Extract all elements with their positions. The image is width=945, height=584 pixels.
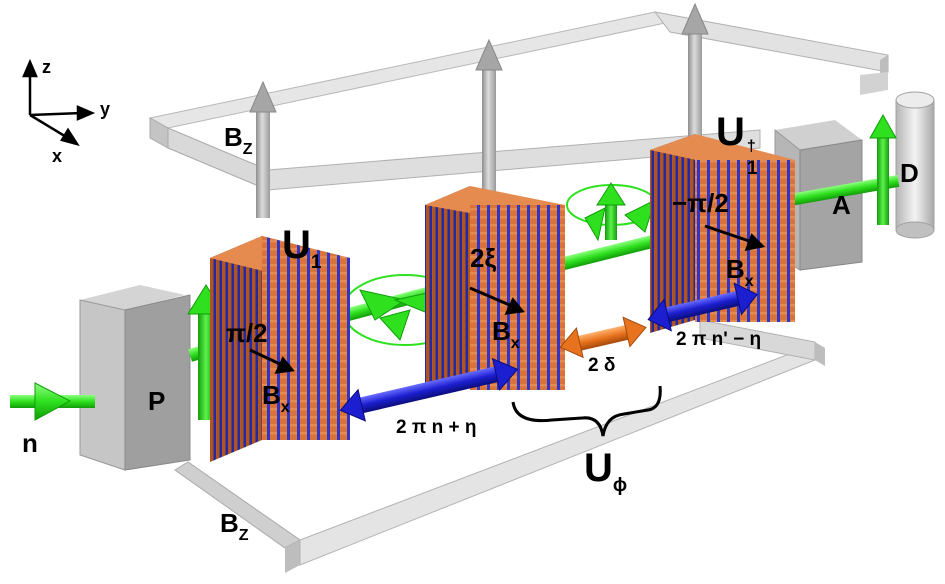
flipper-middle xyxy=(425,186,565,398)
bz-arrow-1 xyxy=(249,80,277,218)
phase-rod-orange xyxy=(559,316,647,359)
polarizer-label: P xyxy=(148,386,166,416)
axis-y-label: y xyxy=(100,99,111,119)
u-phi-label: Uϕ xyxy=(584,446,628,496)
lower-guide-frame xyxy=(174,319,825,573)
axis-x-label: x xyxy=(52,146,63,166)
bx-label-1: Bx xyxy=(262,380,290,416)
u1-label: U1 xyxy=(282,223,322,273)
axis-z-label: z xyxy=(42,57,51,77)
upper-guide-frame xyxy=(148,11,889,191)
bz-lower-label: BZ xyxy=(220,508,249,544)
bz-arrow-3 xyxy=(681,2,709,156)
spin-precession-2 xyxy=(566,182,658,242)
phase-orange-label: 2 δ xyxy=(588,355,616,376)
bx-label-2: Bx xyxy=(492,316,520,352)
polarizer-block xyxy=(79,285,191,471)
neutron-label: n xyxy=(22,428,38,458)
u-phi-brace xyxy=(511,385,662,437)
angle-pi-half: π/2 xyxy=(226,318,268,348)
bz-field-arrows xyxy=(249,2,709,218)
flipper-u1 xyxy=(210,236,350,462)
bz-arrow-2 xyxy=(475,38,503,192)
analyzer-label: A xyxy=(832,190,851,220)
phase-blue-right-label: 2 π n' − η xyxy=(676,329,762,350)
spin-up-arrow-detector xyxy=(869,113,897,225)
angle-2xi: 2ξ xyxy=(470,243,497,273)
phase-blue-left-label: 2 π n + η xyxy=(396,417,477,438)
bx-arrows xyxy=(249,224,766,374)
angle-minus-pi-half: −π/2 xyxy=(672,188,729,218)
bz-upper-label: BZ xyxy=(224,122,253,158)
phase-rod-left xyxy=(339,357,519,422)
detector-label: D xyxy=(900,158,919,188)
axes-icon xyxy=(22,58,96,147)
u1-dagger-label: U † 1 xyxy=(716,110,758,179)
detector-cylinder xyxy=(895,91,935,239)
bx-label-3: Bx xyxy=(726,254,754,290)
phase-rod-right xyxy=(647,282,759,332)
